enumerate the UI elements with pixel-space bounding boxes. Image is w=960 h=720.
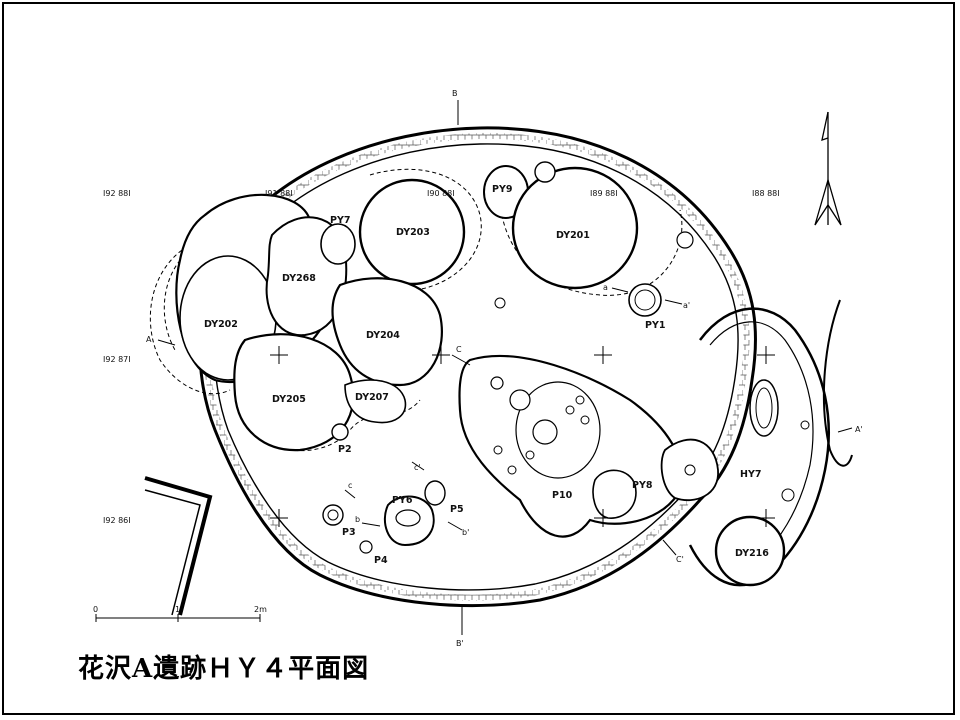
grid-label: I88 88I (752, 189, 780, 198)
feature-label-dy202: DY202 (204, 319, 238, 330)
grid-label: I91 88I (265, 189, 293, 198)
north-arrow-icon (814, 111, 842, 226)
feature-label-dy205: DY205 (272, 394, 306, 405)
section-mark-b: B (452, 89, 458, 98)
feature-label-p10: P10 (552, 490, 573, 501)
feature-label-py9: PY9 (492, 184, 512, 195)
scale-bar (95, 614, 261, 622)
feature-label-p5: P5 (450, 504, 464, 515)
section-mark-a-small-prime: a' (683, 301, 690, 310)
section-mark-a-small: a (603, 283, 608, 292)
feature-label-dy204: DY204 (366, 330, 400, 341)
feature-label-dy201: DY201 (556, 230, 590, 241)
wall-fragment (144, 476, 213, 616)
section-mark-c-small: c (348, 481, 352, 490)
feature-label-p3: P3 (342, 527, 356, 538)
section-mark-b-small: b (355, 515, 360, 524)
section-mark-c-small-prime: c' (414, 463, 421, 472)
section-mark-c-prime: C' (676, 555, 684, 564)
grid-label: I92 86I (103, 516, 131, 525)
feature-label-dy216: DY216 (735, 548, 769, 559)
section-mark-c: C (456, 345, 462, 354)
grid-crosses (270, 346, 775, 527)
feature-label-py7: PY7 (330, 215, 350, 226)
scale-label-2m: 2m (254, 605, 267, 614)
feature-label-p2: P2 (338, 444, 352, 455)
feature-label-dy203: DY203 (396, 227, 430, 238)
section-mark-b-prime: B' (456, 639, 464, 648)
feature-label-dy268: DY268 (282, 273, 316, 284)
grid-label: I89 88I (590, 189, 618, 198)
scale-label-0: 0 (93, 605, 98, 614)
feature-label-p4: P4 (374, 555, 388, 566)
feature-label-dy207: DY207 (355, 392, 389, 403)
section-lines (157, 100, 853, 635)
feature-label-py8: PY8 (632, 480, 653, 491)
section-mark-a-prime: A' (855, 425, 863, 434)
pits (175, 161, 810, 587)
section-mark-a: A (146, 335, 152, 344)
grid-label: I92 87I (103, 355, 131, 364)
section-mark-b-small-prime: b' (462, 528, 469, 537)
figure-title: 花沢A遺跡ＨＹ４平面図 (78, 654, 370, 684)
feature-label-hy7: HY7 (740, 469, 761, 480)
grid-label: I92 88I (103, 189, 131, 198)
scale-label-1: 1 (175, 605, 180, 614)
grid-label: I90 88I (427, 189, 455, 198)
feature-label-py6: PY6 (392, 495, 413, 506)
feature-label-py1: PY1 (645, 320, 665, 331)
